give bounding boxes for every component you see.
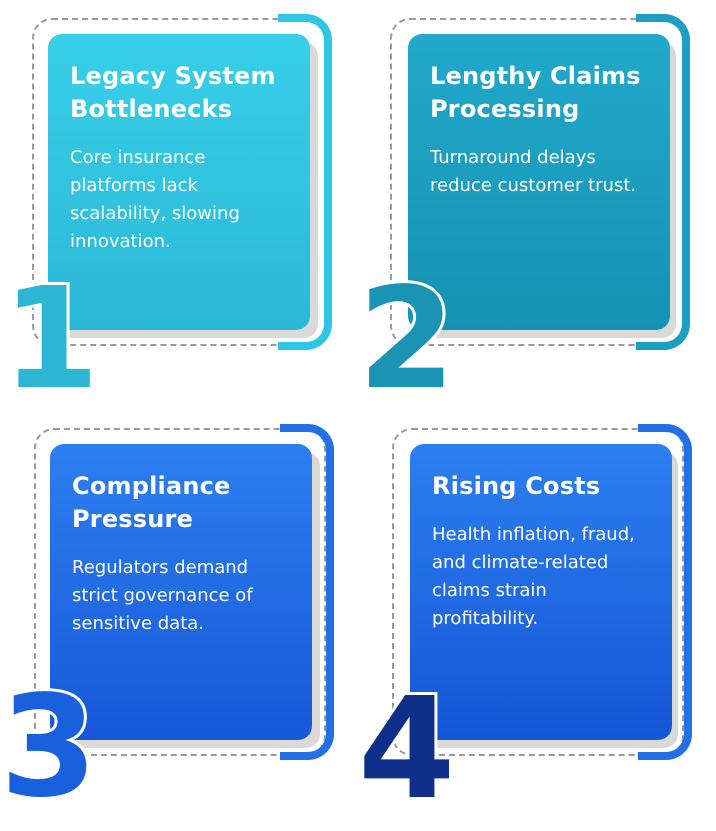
card-2-accent-arc: [636, 14, 690, 350]
card-3-title: Compliance Pressure: [72, 472, 231, 533]
card-1-number: 1: [0, 258, 102, 421]
card-2-title: Lengthy Claims Processing: [430, 62, 641, 123]
card-3-number: 3: [0, 666, 100, 829]
card-2-number: 2: [355, 258, 458, 421]
card-4-accent-arc: [638, 424, 692, 760]
card-3-body: Regulators demand strict governance of s…: [72, 557, 253, 634]
card-4-panel: Rising Costs Health inflation, fraud, an…: [410, 444, 672, 740]
card-4-number: 4: [355, 668, 458, 831]
card-1-panel: Legacy System Bottlenecks Core insurance…: [48, 34, 310, 330]
card-2: Lengthy Claims Processing Turnaround del…: [355, 0, 716, 421]
card-1-body: Core insurance platforms lack scalabilit…: [70, 147, 240, 252]
card-1-title: Legacy System Bottlenecks: [70, 62, 276, 123]
card-2-body: Turnaround delays reduce customer trust.: [430, 147, 637, 196]
card-3-panel: Compliance Pressure Regulators demand st…: [50, 444, 312, 740]
card-1-accent-arc: [278, 14, 332, 350]
card-3-dashed-frame: [34, 428, 326, 756]
card-4: Rising Costs Health inflation, fraud, an…: [355, 410, 716, 831]
card-4-title: Rising Costs: [432, 472, 601, 500]
card-4-body: Health inflation, fraud, and climate-rel…: [432, 524, 635, 629]
card-2-panel: Lengthy Claims Processing Turnaround del…: [408, 34, 670, 330]
card-3: Compliance Pressure Regulators demand st…: [0, 410, 358, 829]
card-3-accent-arc: [280, 424, 334, 760]
card-1: Legacy System Bottlenecks Core insurance…: [0, 0, 358, 421]
card-4-dashed-frame: [392, 428, 684, 756]
